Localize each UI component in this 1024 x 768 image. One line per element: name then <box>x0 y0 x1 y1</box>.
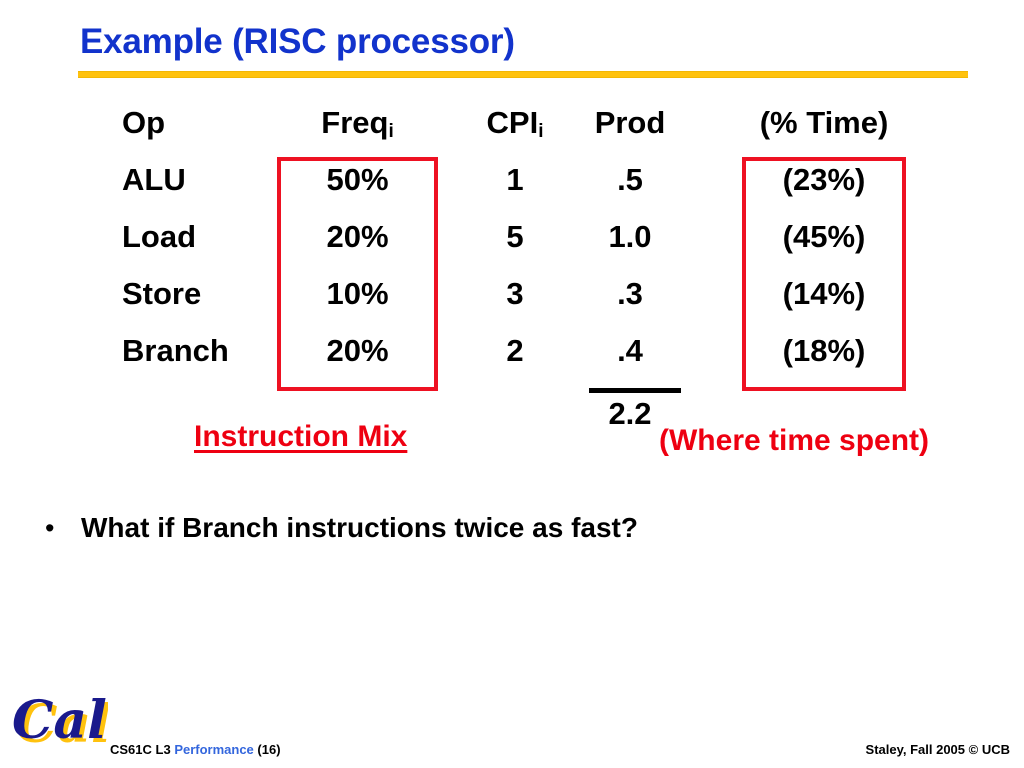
header-prod: Prod <box>594 105 666 140</box>
header-freq: Freqi <box>278 104 437 142</box>
footer-topic-label: Performance <box>174 742 254 757</box>
page-title: Example (RISC processor) <box>80 22 515 61</box>
row-op: ALU <box>122 162 186 197</box>
row-cpi: 3 <box>506 276 524 311</box>
row-freq: 20% <box>326 333 389 368</box>
bullet-item: • What if Branch instructions twice as f… <box>45 511 985 545</box>
sum-rule <box>589 388 681 393</box>
row-time: (23%) <box>782 162 866 197</box>
row-cpi: 2 <box>506 333 524 368</box>
svg-text:Cal: Cal <box>16 694 108 755</box>
bullet-marker-icon: • <box>45 513 55 543</box>
header-cpi-label: CPI <box>486 105 539 140</box>
annotation-where-time-spent: (Where time spent) <box>659 424 930 457</box>
header-freq-subscript: i <box>388 121 394 142</box>
row-time: (14%) <box>782 276 866 311</box>
row-prod: 1.0 <box>608 219 652 254</box>
header-cpi: CPIi <box>465 104 565 142</box>
header-op: Op <box>122 105 166 140</box>
bullet-text: What if Branch instructions twice as fas… <box>81 512 638 543</box>
row-time: (45%) <box>782 219 866 254</box>
table-row: Branch 20% 2 .4 (18%) <box>0 332 1024 389</box>
footer-left: CS61C L3 Performance (16) <box>110 742 281 757</box>
cal-logo: Cal Cal <box>12 688 108 760</box>
row-prod: .4 <box>617 333 643 368</box>
svg-text:Cal: Cal <box>12 690 107 751</box>
row-cpi: 1 <box>506 162 524 197</box>
footer-course-label: CS61C L3 <box>110 742 175 757</box>
cpi-table: Op Freqi CPIi Prod (% Time) ALU 50% 1 .5… <box>0 104 1024 404</box>
table-row: Load 20% 5 1.0 (45%) <box>0 218 1024 275</box>
row-time: (18%) <box>782 333 866 368</box>
row-prod: .5 <box>617 162 643 197</box>
row-op: Store <box>122 276 202 311</box>
header-cpi-subscript: i <box>538 121 544 142</box>
table-row: ALU 50% 1 .5 (23%) <box>0 161 1024 218</box>
row-freq: 50% <box>326 162 389 197</box>
header-freq-label: Freq <box>321 105 389 140</box>
row-freq: 10% <box>326 276 389 311</box>
annotation-instruction-mix: Instruction Mix <box>194 420 408 453</box>
row-freq: 20% <box>326 219 389 254</box>
row-op: Branch <box>122 333 229 368</box>
title-underline-rule <box>78 71 968 78</box>
row-op: Load <box>122 219 197 254</box>
highlight-box-time-spent <box>742 157 906 391</box>
footer-right: Staley, Fall 2005 © UCB <box>865 742 1010 757</box>
table-header-row: Op Freqi CPIi Prod (% Time) <box>0 104 1024 161</box>
table-row: Store 10% 3 .3 (14%) <box>0 275 1024 332</box>
total-prod-value: 2.2 <box>608 396 652 431</box>
footer-slide-number: (16) <box>253 742 281 757</box>
row-cpi: 5 <box>506 219 524 254</box>
header-time: (% Time) <box>759 105 889 140</box>
highlight-box-instruction-mix <box>277 157 438 391</box>
row-prod: .3 <box>617 276 643 311</box>
